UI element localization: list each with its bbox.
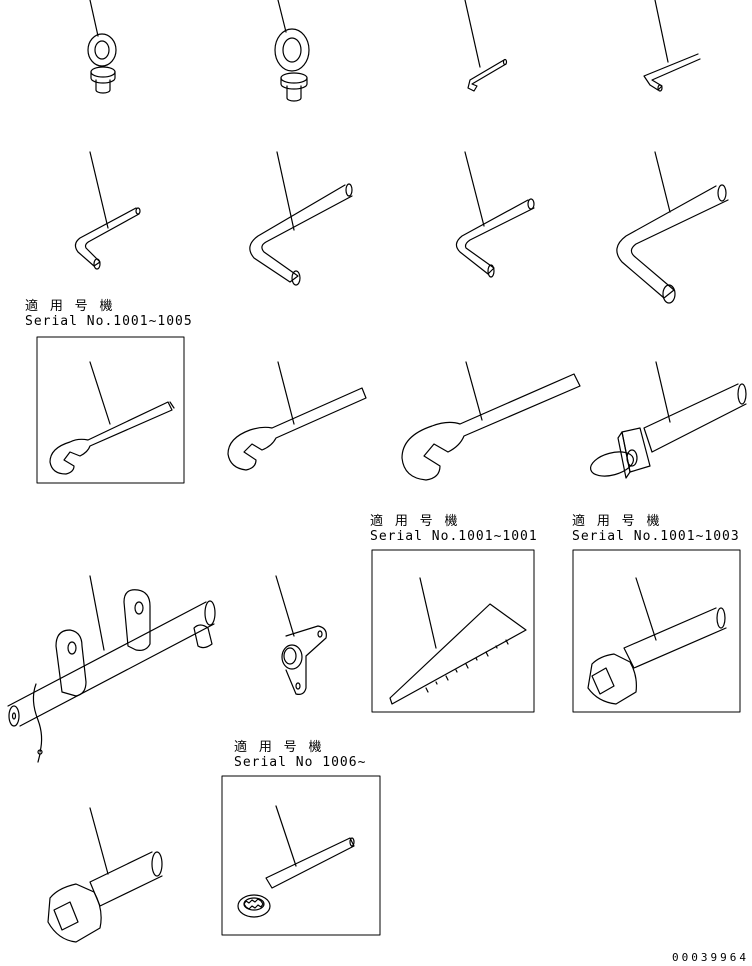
open-end-wrench-icon: [228, 362, 366, 470]
hex-key-icon: [617, 152, 728, 303]
note-heading: 適 用 号 機: [234, 740, 324, 755]
wedge-icon: [390, 578, 526, 704]
note-heading: 適 用 号 機: [572, 514, 662, 529]
note-serial: Serial No.1001~1005: [25, 314, 193, 329]
hex-key-icon: [75, 152, 140, 269]
lever-bar-icon: [8, 576, 215, 762]
applicability-frame-4: [222, 776, 380, 935]
applicability-note-3: 適 用 号 機 Serial No.1001~1003: [572, 514, 740, 544]
note-serial: Serial No.1001~1003: [572, 529, 740, 544]
applicability-frame-1: [37, 337, 184, 483]
applicability-note-4: 適 用 号 機 Serial No 1006~: [234, 740, 366, 770]
hex-key-icon: [456, 152, 534, 277]
note-serial: Serial No 1006~: [234, 755, 367, 770]
box-wrench-icon: [238, 806, 354, 917]
applicability-frame-2: [372, 550, 534, 712]
applicability-note-1: 適 用 号 機 Serial No.1001~1005: [25, 299, 193, 329]
open-end-wrench-icon: [50, 362, 174, 474]
ring-handle-bar-icon: [588, 362, 746, 480]
open-end-wrench-icon: [402, 362, 580, 480]
note-heading: 適 用 号 機: [25, 299, 115, 314]
eyebolt-icon: [275, 0, 309, 101]
applicability-frame-3: [573, 550, 740, 712]
note-heading: 適 用 号 機: [370, 514, 460, 529]
hex-key-icon: [250, 152, 352, 285]
document-number: 00039964: [672, 951, 749, 964]
socket-wrench-icon: [48, 808, 162, 942]
note-serial: Serial No.1001~1001: [370, 529, 538, 544]
hex-key-icon: [644, 0, 700, 91]
bracket-icon: [276, 576, 326, 694]
applicability-note-2: 適 用 号 機 Serial No.1001~1001: [370, 514, 538, 544]
socket-wrench-icon: [588, 578, 726, 704]
eyebolt-icon: [88, 0, 116, 93]
hex-key-icon: [465, 0, 507, 91]
